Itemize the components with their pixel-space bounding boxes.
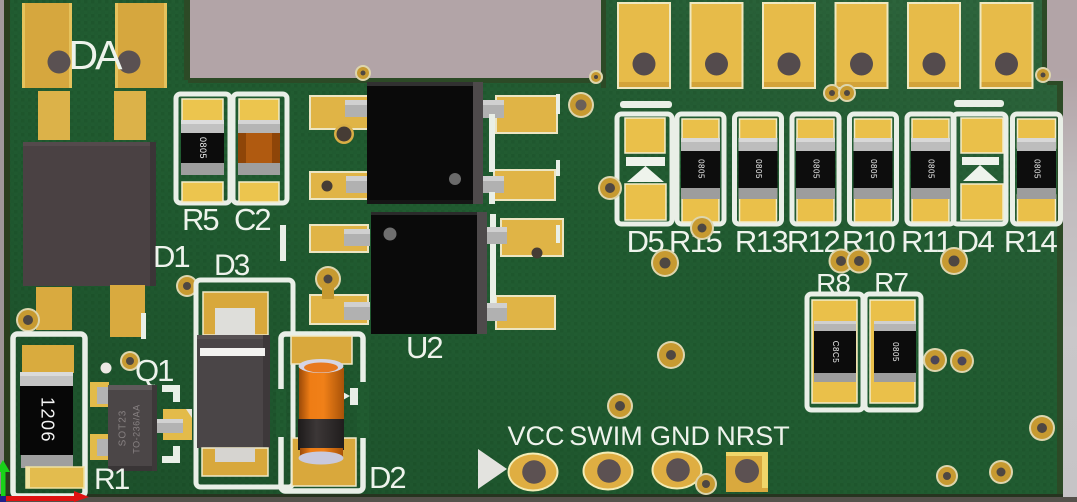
svg-text:R13: R13 [735, 224, 788, 259]
svg-text:R1: R1 [94, 463, 130, 496]
svg-text:GND: GND [650, 421, 710, 451]
svg-text:VCC: VCC [507, 421, 564, 451]
svg-text:1206: 1206 [37, 397, 57, 443]
svg-text:R14: R14 [1004, 224, 1058, 259]
svg-text:0805: 0805 [198, 137, 208, 159]
svg-text:TO-236/AA: TO-236/AA [131, 404, 141, 453]
svg-text:0805: 0805 [1032, 159, 1041, 179]
svg-text:DA: DA [69, 32, 124, 78]
svg-text:D1: D1 [153, 239, 189, 274]
svg-text:C2: C2 [234, 202, 270, 237]
svg-text:D3: D3 [214, 249, 250, 282]
svg-text:0805: 0805 [926, 159, 935, 179]
svg-text:U2: U2 [406, 330, 442, 365]
svg-text:SOT23: SOT23 [118, 410, 129, 447]
svg-text:0805: 0805 [696, 159, 705, 179]
svg-text:C8C5: C8C5 [831, 341, 840, 364]
svg-text:SWIM: SWIM [569, 421, 643, 451]
svg-text:0805: 0805 [811, 159, 820, 179]
svg-text:D2: D2 [369, 460, 405, 495]
svg-text:NRST: NRST [716, 421, 790, 451]
svg-text:0805: 0805 [891, 342, 900, 362]
svg-text:Q1: Q1 [135, 353, 173, 388]
svg-text:0805: 0805 [754, 159, 763, 179]
svg-text:0805: 0805 [869, 159, 878, 179]
svg-text:R5: R5 [182, 202, 218, 237]
